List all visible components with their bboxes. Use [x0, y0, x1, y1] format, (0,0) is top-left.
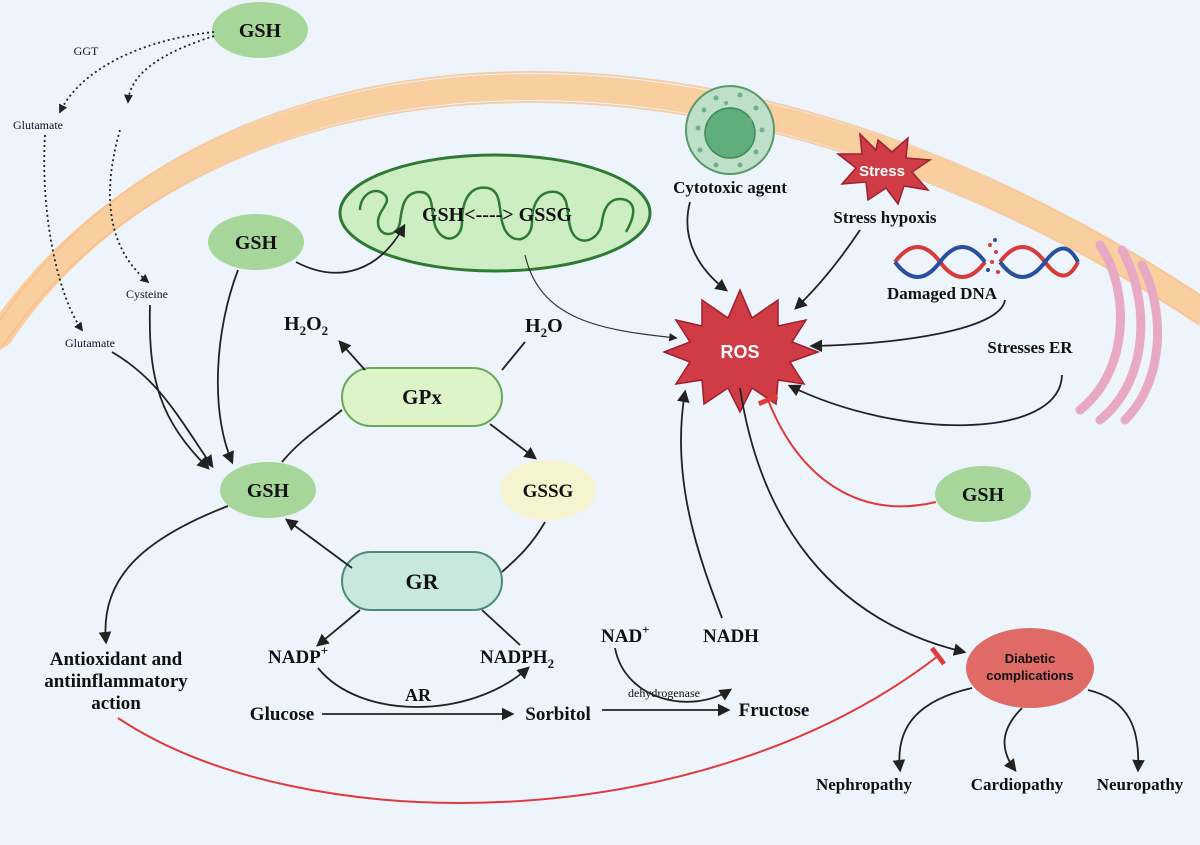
- arrow-gsh-to-mito: [295, 223, 406, 274]
- glutamate-top-label: Glutamate: [13, 118, 63, 132]
- arrow-to-cysteine: [109, 129, 150, 284]
- gr-enzyme: GR: [341, 551, 503, 611]
- dehydrogenase-label: dehydrogenase: [628, 686, 700, 700]
- ggt-label: GGT: [74, 44, 99, 58]
- arrow-nadh-to-ros: [677, 389, 723, 619]
- arrow-gsh-to-glutamate: [59, 31, 215, 114]
- h2o-label: H2O: [525, 315, 563, 340]
- arrow-to-neuropathy: [1087, 689, 1145, 773]
- inhibit-antioxidant-to-diabetic: [117, 646, 947, 804]
- stress-label: Stress: [859, 163, 905, 180]
- arrow-nad-curve: [614, 647, 733, 703]
- svg-text:GSH: GSH: [962, 484, 1005, 506]
- arrow-gsh-to-antioxidant: [98, 505, 229, 645]
- arrow-gsh-left-to-center: [217, 269, 239, 465]
- svg-text:Diabetic: Diabetic: [1005, 651, 1056, 666]
- damaged-dna-label: Damaged DNA: [887, 284, 998, 303]
- arrow-stress-to-ros: [794, 229, 861, 310]
- arrow-ar-curve: [317, 666, 530, 708]
- cell-membrane: [0, 71, 1200, 351]
- arrow-gsh-ggt: [123, 35, 215, 104]
- svg-text:GSSG: GSSG: [523, 481, 574, 502]
- arrow-er-to-ros: [787, 374, 1063, 427]
- arrow-glutamate-down: [43, 134, 84, 332]
- stress-hypoxis-label: Stress hypoxis: [833, 208, 937, 227]
- inhibit-gsh-to-ros: [757, 394, 937, 508]
- gsh-node-center: GSH: [220, 462, 316, 518]
- antioxidant-line1: Antioxidant and: [50, 649, 183, 670]
- antioxidant-line3: action: [91, 693, 141, 714]
- inhibition-lines: [117, 394, 947, 804]
- arrow-gpx-to-gssg: [489, 423, 538, 460]
- arrow-gr-to-gsh: [284, 518, 353, 569]
- fructose-label: Fructose: [739, 700, 810, 721]
- gsh-node-right: GSH: [935, 466, 1031, 522]
- stress-star-icon: Stress: [835, 131, 933, 206]
- gsh-node-top: GSH: [212, 2, 308, 58]
- svg-text:GSH: GSH: [235, 232, 278, 254]
- cardiopathy-label: Cardiopathy: [971, 775, 1064, 794]
- gssg-node: GSSG: [500, 460, 596, 520]
- cytotoxic-agent-label: Cytotoxic agent: [673, 178, 787, 197]
- diabetic-complications-node: Diabetic complications: [966, 628, 1094, 708]
- line-gssg-to-gr: [501, 521, 546, 573]
- arrow-cytotoxic-to-ros: [686, 201, 728, 292]
- line-gpx-h2o: [501, 341, 526, 371]
- ros-burst: ROS: [661, 288, 821, 414]
- gsh-node-left: GSH: [208, 214, 304, 270]
- ar-label: AR: [405, 685, 432, 705]
- svg-text:GSH: GSH: [239, 20, 282, 42]
- nadh-label: NADH: [703, 626, 759, 647]
- arrow-to-nephropathy: [892, 687, 973, 773]
- cytotoxic-cell-icon: [685, 85, 775, 175]
- arrow-gpx-to-h2o2: [338, 340, 366, 371]
- mito-gsh-gssg-label: GSH<----> GSSG: [422, 204, 572, 226]
- svg-text:GR: GR: [406, 569, 440, 594]
- mitochondrion: GSH<----> GSSG: [338, 153, 652, 273]
- nadp-plus-label: NADP+: [268, 643, 328, 668]
- nephropathy-label: Nephropathy: [816, 775, 913, 794]
- neuropathy-label: Neuropathy: [1097, 775, 1184, 794]
- cysteine-label: Cysteine: [126, 287, 168, 301]
- arrow-cysteine-to-gsh: [148, 304, 210, 470]
- damaged-dna-icon: [893, 238, 1080, 279]
- glutamate-bottom-label: Glutamate: [65, 336, 115, 350]
- svg-text:GPx: GPx: [402, 385, 442, 409]
- ros-label: ROS: [720, 342, 759, 362]
- nad-plus-label: NAD+: [601, 622, 650, 647]
- svg-text:GSH: GSH: [247, 480, 290, 502]
- arrow-mito-to-ros: [524, 254, 678, 342]
- gpx-enzyme: GPx: [341, 367, 503, 427]
- arrow-ros-to-diabetic: [739, 387, 967, 656]
- sorbitol-label: Sorbitol: [525, 704, 590, 725]
- antioxidant-line2: antiinflammatory: [44, 671, 188, 692]
- pathway-arrows: [43, 31, 1145, 773]
- stresses-er-label: Stresses ER: [987, 338, 1073, 357]
- h2o2-label: H2O2: [284, 313, 328, 338]
- line-gr-nadph: [481, 609, 521, 646]
- svg-text:complications: complications: [986, 668, 1073, 683]
- arrow-to-cardiopathy: [1003, 707, 1023, 773]
- arrow-glutamate-to-gsh: [111, 351, 214, 469]
- er-icon: [1075, 240, 1163, 425]
- arrow-dna-to-ros: [809, 299, 1006, 353]
- glucose-label: Glucose: [250, 704, 314, 725]
- arrow-gr-to-nadp: [316, 609, 361, 647]
- line-gsh-to-gpx: [281, 409, 343, 463]
- nadph2-label: NADPH2: [480, 647, 554, 671]
